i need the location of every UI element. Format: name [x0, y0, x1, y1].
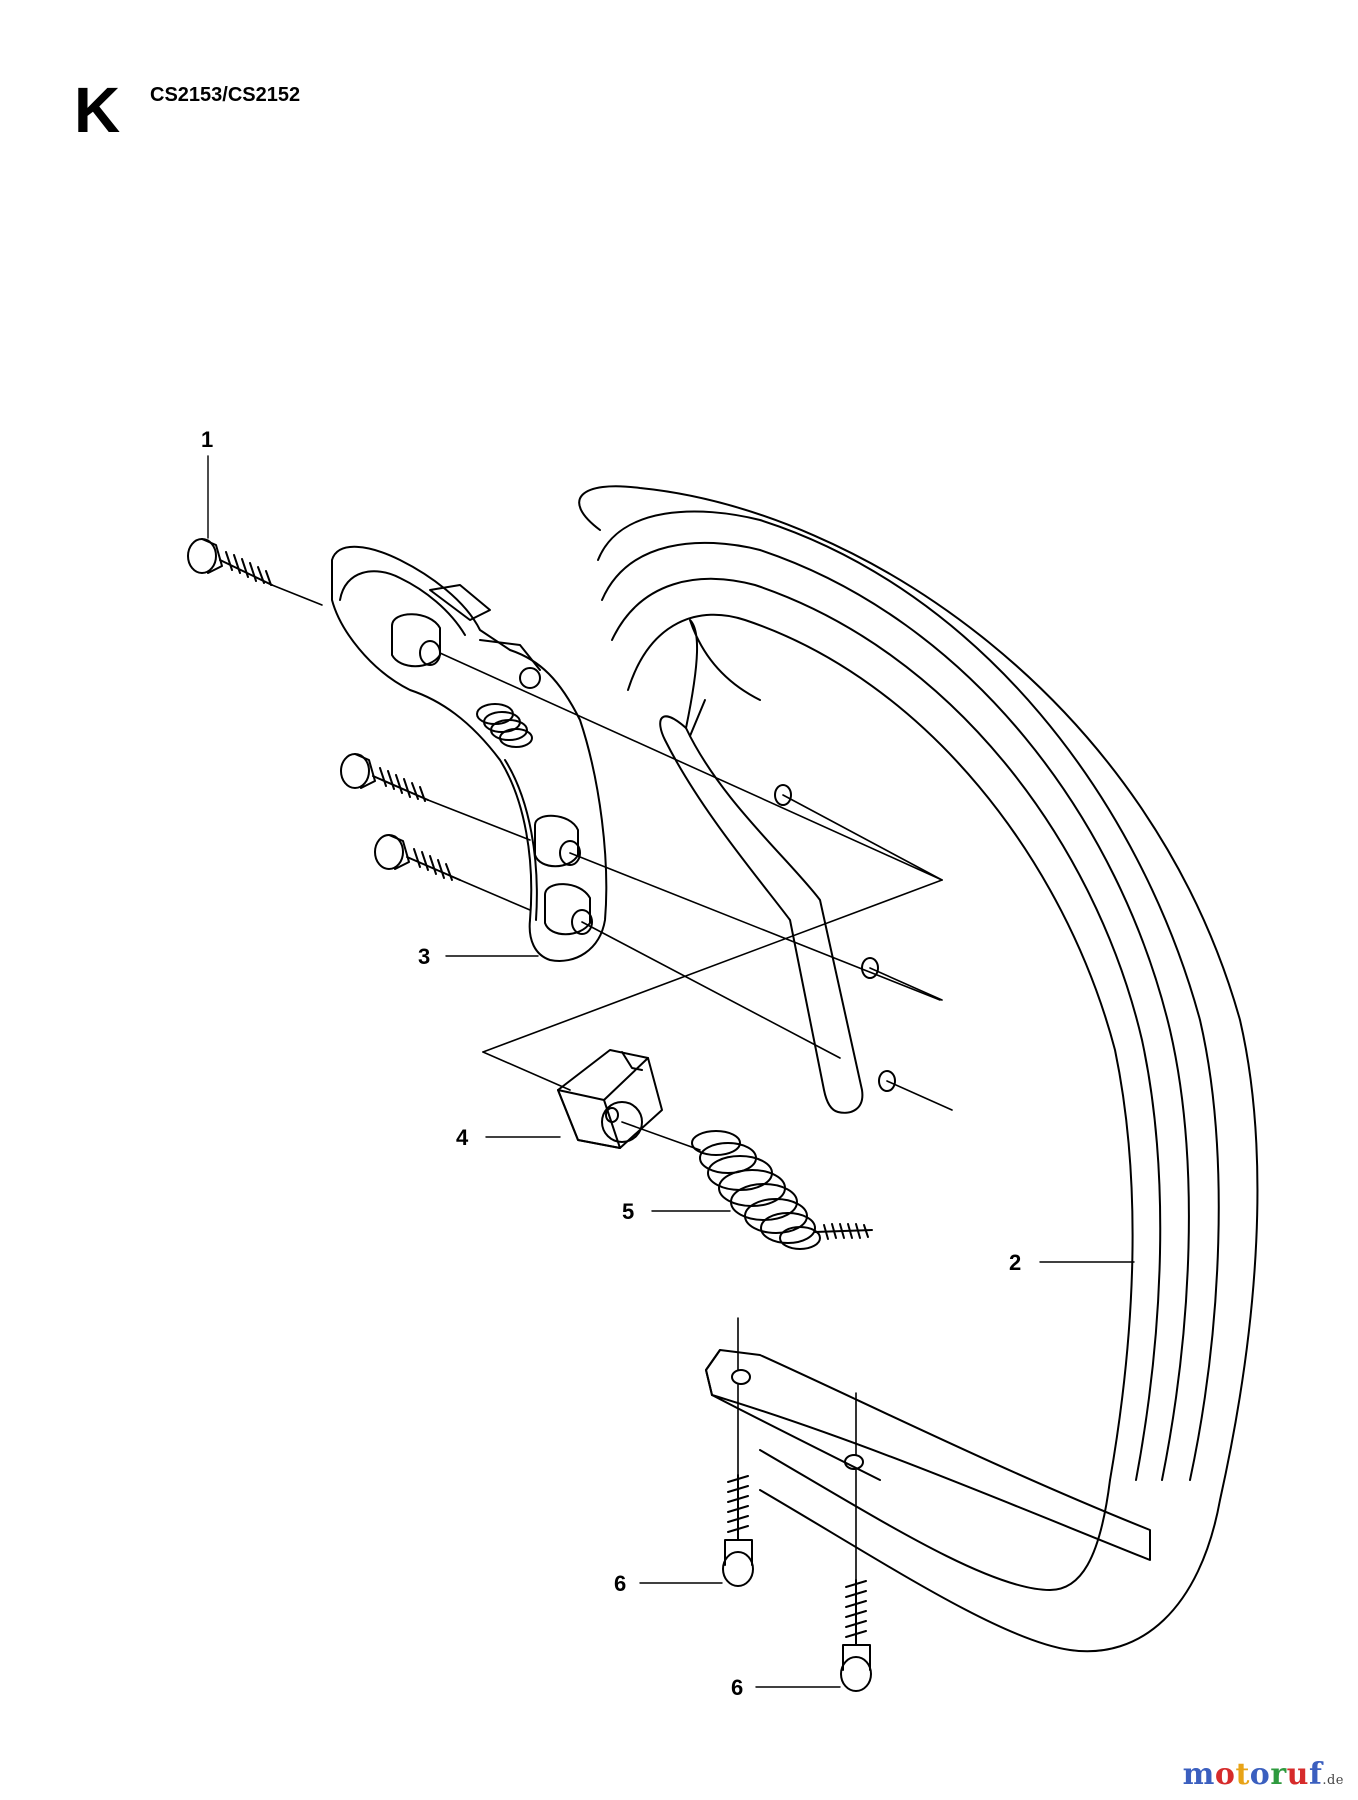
callout-5: 5	[622, 1199, 635, 1224]
watermark-letter: r	[1270, 1757, 1287, 1792]
bracket-bushings	[391, 613, 593, 936]
watermark-suffix: .de	[1322, 1773, 1344, 1788]
callout-2: 2	[1009, 1250, 1022, 1275]
screw-part-1	[187, 538, 273, 586]
watermark-letter: o	[1214, 1757, 1236, 1792]
assembly-lines	[271, 584, 953, 1581]
callout-4: 4	[456, 1125, 469, 1150]
screw-bracket-upper	[340, 753, 429, 802]
section-letter: K	[74, 74, 121, 146]
handle-bracket	[331, 545, 608, 962]
callout-leaders	[207, 455, 1135, 1688]
bracket-spring	[476, 703, 533, 748]
vibration-damper-spring	[691, 1130, 873, 1250]
model-number: CS2153/CS2152	[150, 84, 301, 106]
callout-6-right: 6	[731, 1675, 744, 1700]
watermark-letter: f	[1308, 1757, 1323, 1792]
watermark-letter: o	[1249, 1757, 1271, 1792]
screw-part-6-left	[722, 1474, 754, 1587]
watermark-letter: m	[1182, 1757, 1215, 1792]
callout-6-left: 6	[614, 1571, 627, 1596]
screw-part-6-right	[840, 1579, 872, 1692]
damper-holder	[557, 1049, 663, 1149]
watermark-letter: t	[1235, 1757, 1250, 1792]
screw-bracket-lower	[374, 834, 461, 881]
watermark-logo: motoruf.de	[1183, 1757, 1344, 1792]
front-handle-bar	[578, 485, 1259, 1653]
watermark-letter: u	[1286, 1757, 1309, 1792]
callout-1: 1	[201, 427, 214, 452]
callout-3: 3	[418, 944, 431, 969]
